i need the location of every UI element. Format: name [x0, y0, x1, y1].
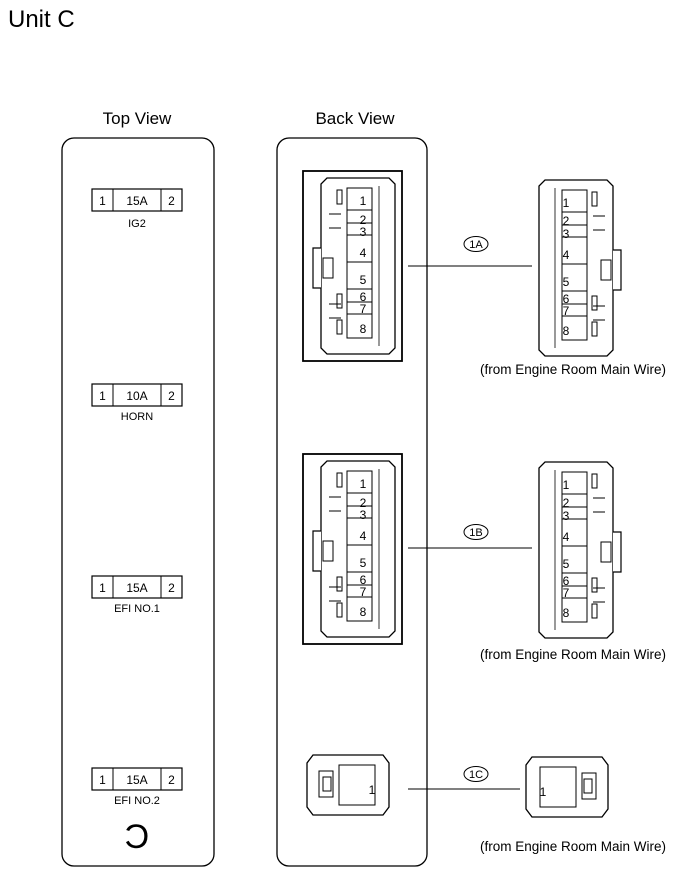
pin-number: 5 [563, 557, 570, 571]
fuse-name: EFI NO.1 [114, 603, 160, 615]
connector-1A: 1 2 3 4 5 6 7 8 1A 1 2 3 4 5 6 7 8 (from… [302, 170, 666, 377]
connector-1B: 1 2 3 4 5 6 7 8 1B 1 2 3 4 5 6 7 8 (from… [302, 453, 666, 662]
pin-number: 1 [369, 783, 376, 797]
connector-source: (from Engine Room Main Wire) [480, 839, 666, 854]
pin-number: 4 [360, 529, 367, 543]
top-view-label: Top View [102, 109, 172, 128]
pin-number: 3 [563, 509, 570, 523]
page-title: Unit C [8, 6, 75, 33]
pin-number: 6 [360, 573, 367, 587]
pin-number: 3 [360, 508, 367, 522]
pin-number: 8 [563, 606, 570, 620]
pin-number: 1 [360, 477, 367, 491]
pin-number: 4 [360, 246, 367, 260]
pin-number: 6 [563, 292, 570, 306]
pin-number: 1 [563, 196, 570, 210]
pin-number: 3 [563, 227, 570, 241]
fuse-pin-left: 1 [99, 194, 106, 208]
pin-number: 6 [563, 574, 570, 588]
pin-number: 3 [360, 225, 367, 239]
fuse: 1 15A 2 EFI NO.1 [91, 575, 183, 615]
fuse-pin-right: 2 [168, 389, 175, 403]
fuse-pin-right: 2 [168, 194, 175, 208]
pin-number: 2 [360, 213, 367, 227]
fuse-name: EFI NO.2 [114, 795, 160, 807]
pin-number: 1 [540, 785, 547, 799]
fuse-rating: 15A [126, 581, 147, 595]
fuse: 1 15A 2 EFI NO.2 [91, 767, 183, 807]
fuse-pin-left: 1 [99, 581, 106, 595]
fuse-pin-right: 2 [168, 581, 175, 595]
pin-number: 7 [563, 586, 570, 600]
fuse-name: HORN [121, 411, 153, 423]
connector-source: (from Engine Room Main Wire) [480, 362, 666, 377]
pin-number: 2 [563, 214, 570, 228]
fuse-pin-left: 1 [99, 389, 106, 403]
connector-id: 1C [469, 769, 483, 781]
unit-letter-mirrored: C [125, 818, 150, 856]
connector-id: 1A [469, 239, 483, 251]
fuse-pin-right: 2 [168, 773, 175, 787]
connector-id: 1B [469, 527, 482, 539]
back-view-label: Back View [315, 109, 395, 128]
pin-number: 7 [360, 302, 367, 316]
pin-number: 4 [563, 248, 570, 262]
fuse: 1 10A 2 HORN [91, 383, 183, 423]
fuse-rating: 15A [126, 194, 147, 208]
connector-1C: 1 1C 1 (from Engine Room Main Wire) [306, 754, 666, 854]
fuse-rating: 10A [126, 389, 147, 403]
pin-number: 1 [563, 478, 570, 492]
connector-source: (from Engine Room Main Wire) [480, 647, 666, 662]
pin-number: 7 [563, 304, 570, 318]
pin-number: 8 [360, 605, 367, 619]
pin-number: 8 [360, 322, 367, 336]
fuse-pin-left: 1 [99, 773, 106, 787]
pin-number: 1 [360, 194, 367, 208]
fuse: 1 15A 2 IG2 [91, 188, 183, 230]
pin-number: 2 [563, 496, 570, 510]
pin-number: 8 [563, 324, 570, 338]
pin-number: 6 [360, 290, 367, 304]
pin-number: 5 [360, 273, 367, 287]
pin-number: 4 [563, 530, 570, 544]
back-view-panel [276, 137, 428, 867]
pin-number: 2 [360, 496, 367, 510]
top-view-panel [61, 137, 215, 867]
pin-number: 5 [563, 275, 570, 289]
pin-number: 5 [360, 556, 367, 570]
fuse-name: IG2 [128, 218, 146, 230]
pin-number: 7 [360, 585, 367, 599]
fuse-rating: 15A [126, 773, 147, 787]
